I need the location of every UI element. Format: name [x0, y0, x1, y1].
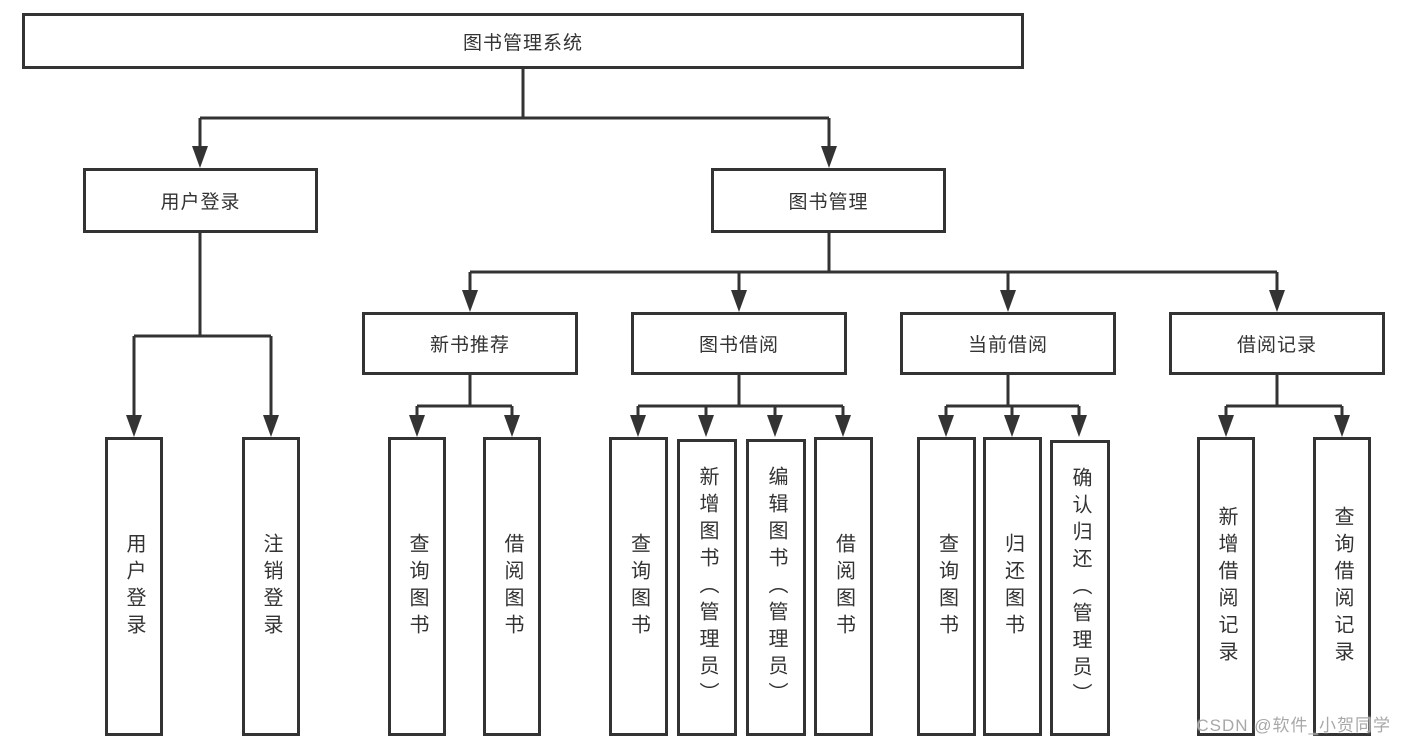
leaf-borrow-books-recommend: 借阅图书 [483, 437, 541, 736]
leaf-confirm-return-admin: 确认归还（管理员） [1050, 440, 1110, 736]
leaf-return-books: 归还图书 [983, 437, 1042, 736]
leaf-edit-books-admin: 编辑图书（管理员） [746, 439, 806, 736]
node-borrowing-records: 借阅记录 [1169, 312, 1385, 375]
node-label: 借阅图书 [501, 532, 523, 641]
node-label: 查询图书 [627, 532, 650, 641]
leaf-add-books-admin: 新增图书（管理员） [677, 439, 737, 736]
node-label: 查询图书 [406, 532, 428, 641]
node-label: 图书借阅 [698, 335, 779, 356]
node-label: 图书管理 [788, 192, 869, 213]
leaf-user-login: 用户登录 [105, 437, 163, 736]
node-label: 确认归还（管理员） [1069, 466, 1091, 710]
node-new-book-recommendation: 新书推荐 [362, 312, 578, 375]
node-label: 用户登录 [160, 192, 241, 213]
leaf-query-borrow-record: 查询借阅记录 [1313, 437, 1371, 736]
node-library-management-system: 图书管理系统 [22, 13, 1024, 69]
arrowheads [126, 146, 1350, 437]
node-label: 新书推荐 [429, 335, 510, 356]
node-label: 新增借阅记录 [1215, 505, 1237, 668]
node-label: 当前借阅 [967, 335, 1048, 356]
node-book-management: 图书管理 [711, 168, 946, 233]
node-label: 查询借阅记录 [1331, 505, 1353, 668]
node-label: 用户登录 [123, 532, 145, 641]
node-label: 图书管理系统 [462, 32, 583, 54]
node-current-borrowing: 当前借阅 [900, 312, 1116, 375]
leaf-add-borrow-record: 新增借阅记录 [1197, 437, 1255, 736]
leaf-query-books-recommend: 查询图书 [388, 437, 446, 736]
tree-edges [132, 69, 1344, 419]
leaf-query-books-current: 查询图书 [917, 437, 976, 736]
node-label: 查询图书 [935, 532, 958, 641]
csdn-watermark: CSDN @软件_小贺同学 [1196, 716, 1391, 735]
leaf-query-books-borrow: 查询图书 [609, 437, 668, 736]
node-label: 编辑图书（管理员） [765, 466, 787, 709]
leaf-logout: 注销登录 [242, 437, 300, 736]
node-label: 归还图书 [1001, 532, 1024, 641]
node-label: 借阅图书 [832, 532, 855, 641]
node-book-borrowing: 图书借阅 [631, 312, 847, 375]
node-label: 借阅记录 [1236, 335, 1317, 356]
leaf-borrow-books: 借阅图书 [814, 437, 873, 736]
node-label: 注销登录 [260, 532, 282, 641]
node-label: 新增图书（管理员） [696, 466, 718, 709]
node-user-login: 用户登录 [83, 168, 318, 233]
